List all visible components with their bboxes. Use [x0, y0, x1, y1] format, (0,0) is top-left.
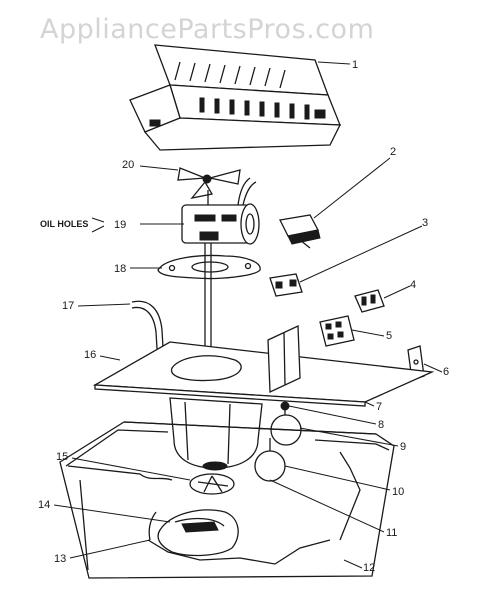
callout-16: 16 [84, 349, 96, 361]
pump-housing [169, 397, 263, 471]
part-1-cover [129, 44, 342, 151]
part-17-tube [131, 300, 165, 366]
callout-10: 10 [392, 486, 404, 498]
part-18-mounting-bracket [157, 254, 261, 280]
callout-8: 8 [378, 419, 384, 431]
callout-19: 19 [114, 219, 126, 231]
part-5-terminal-block [319, 315, 355, 347]
callout-3: 3 [422, 217, 428, 229]
callout-11: 11 [386, 527, 397, 539]
callout-14: 14 [38, 499, 50, 511]
part-4-connector [354, 289, 385, 313]
part-16-base-plate [92, 324, 435, 407]
callout-9: 9 [400, 441, 406, 453]
callout-12: 12 [363, 562, 375, 574]
callout-1: 1 [352, 59, 358, 71]
callout-7: 7 [376, 401, 382, 413]
part-2-switch [279, 214, 321, 249]
part-11-float [254, 450, 286, 482]
part-19-motor [181, 177, 260, 245]
part-20-fan-blade [177, 167, 241, 199]
callout-18: 18 [114, 263, 126, 275]
part-15-impeller [189, 473, 235, 495]
oil-holes-label: OIL HOLES [40, 219, 88, 229]
callout-6: 6 [443, 366, 449, 378]
callout-4: 4 [410, 279, 416, 291]
callout-5: 5 [386, 330, 392, 342]
callout-20: 20 [122, 159, 134, 171]
callout-15: 15 [56, 451, 68, 463]
part-12-tank [59, 421, 395, 579]
callout-13: 13 [54, 553, 66, 565]
watermark: AppliancePartsPros.com [40, 14, 375, 45]
part-14-bottom-cover [157, 509, 239, 557]
callout-17: 17 [62, 300, 74, 312]
callout-2: 2 [390, 146, 396, 158]
part-3-clip [269, 273, 303, 297]
leader-lines [53, 61, 443, 569]
